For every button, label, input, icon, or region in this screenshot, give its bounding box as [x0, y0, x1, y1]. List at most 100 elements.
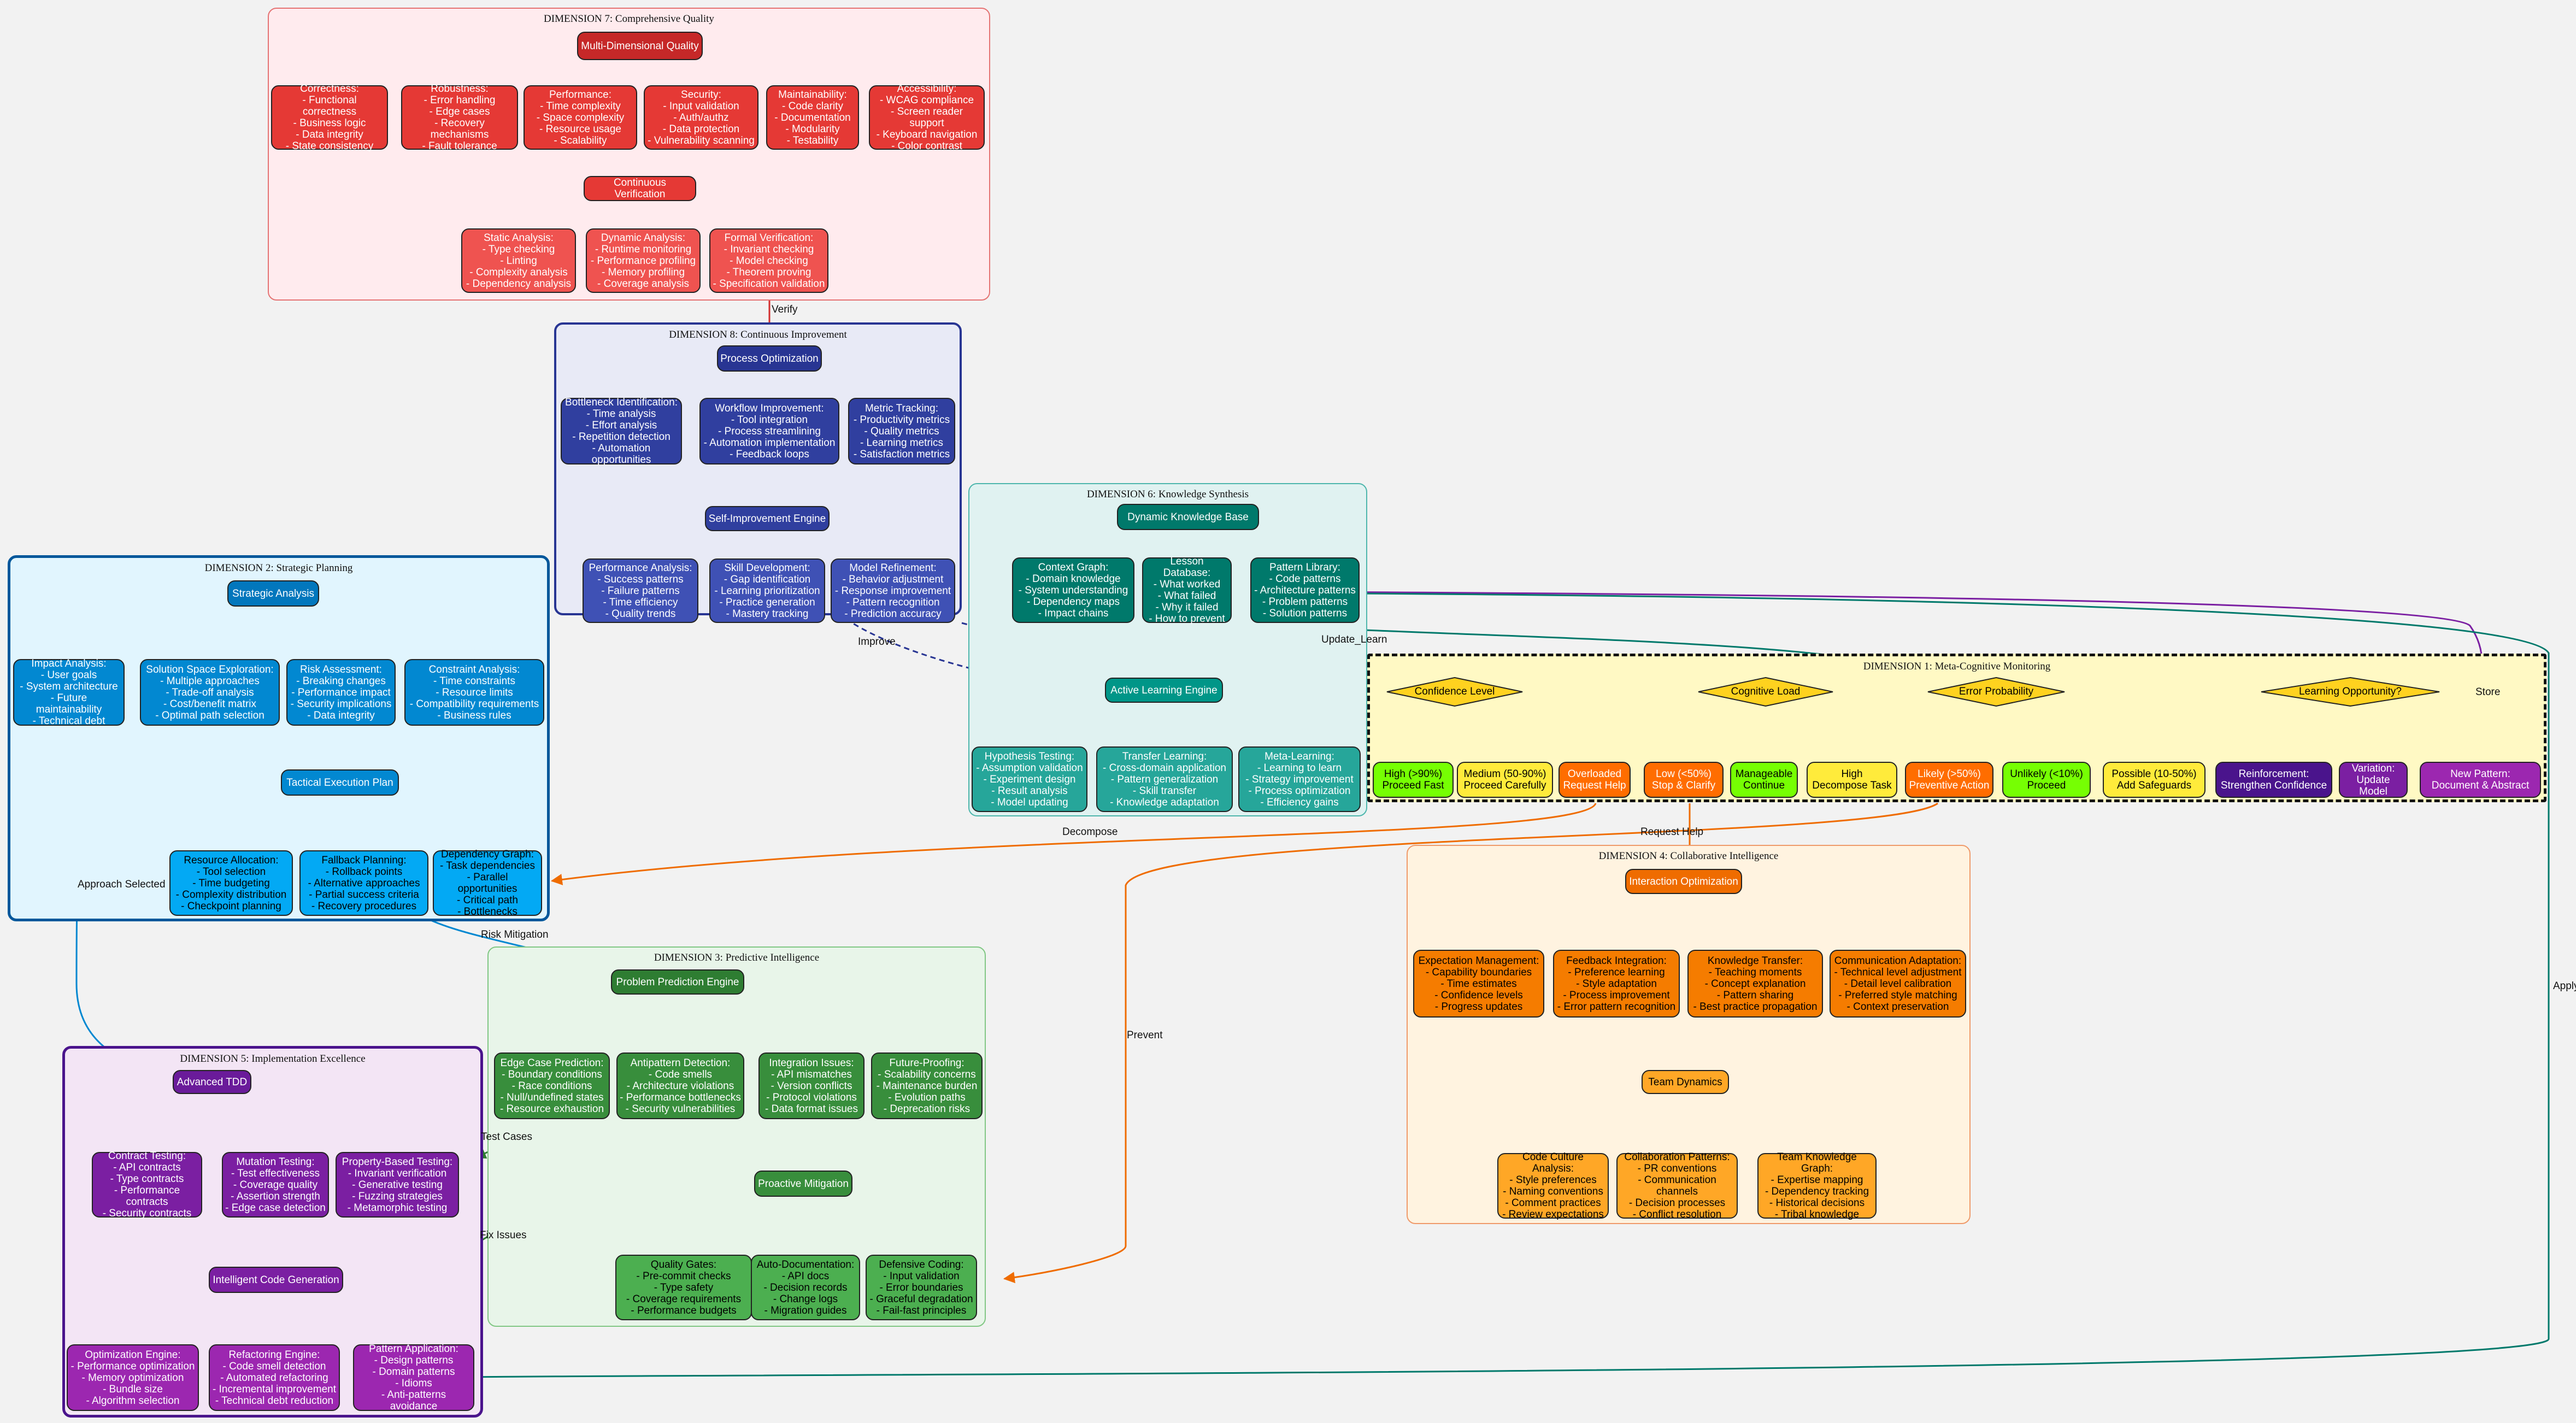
node-model-refinement: Model Refinement: - Behavior adjustment …	[831, 558, 955, 623]
decision-cognitive-load: Cognitive Load	[1697, 677, 1834, 707]
diamond-shape	[1386, 677, 1523, 707]
node-pattern-library: Pattern Library: - Code patterns - Archi…	[1250, 557, 1360, 623]
node-constraint-analysis: Constraint Analysis: - Time constraints …	[404, 659, 544, 726]
node-refactoring-engine: Refactoring Engine: - Code smell detecti…	[209, 1344, 340, 1411]
node-high-confidence: High (>90%) Proceed Fast	[1373, 762, 1454, 798]
node-workflow-improvement: Workflow Improvement: - Tool integration…	[699, 398, 839, 464]
node-future-proofing: Future-Proofing: - Scalability concerns …	[871, 1052, 983, 1119]
node-hypothesis-testing: Hypothesis Testing: - Assumption validat…	[972, 746, 1087, 812]
node-defensive-coding: Defensive Coding: - Input validation - E…	[866, 1255, 977, 1320]
node-formal-verification: Formal Verification: - Invariant checkin…	[709, 228, 828, 293]
node-antipattern-detection: Antipattern Detection: - Code smells - A…	[616, 1052, 744, 1119]
edge-label-approach-selected: Approach Selected	[78, 879, 166, 890]
node-static-analysis: Static Analysis: - Type checking - Linti…	[461, 228, 576, 293]
cluster-title-d2: DIMENSION 2: Strategic Planning	[204, 562, 353, 574]
edge-label-apply: Apply	[2553, 980, 2576, 992]
node-meta-learning: Meta-Learning: - Learning to learn - Str…	[1238, 746, 1361, 812]
edge-label-store: Store	[2475, 686, 2501, 698]
node-mutation-testing: Mutation Testing: - Test effectiveness -…	[222, 1152, 329, 1218]
edge-label-decompose: Decompose	[1062, 826, 1118, 838]
decision-learning-opportunity: Learning Opportunity?	[2260, 677, 2440, 707]
edge-label-risk-mitigation: Risk Mitigation	[481, 929, 549, 940]
node-active-learning-engine: Active Learning Engine	[1105, 678, 1223, 703]
node-pattern-application: Pattern Application: - Design patterns -…	[353, 1343, 474, 1412]
node-continuous-verification: Continuous Verification	[584, 176, 696, 201]
node-lesson-database: Lesson Database: - What worked - What fa…	[1142, 556, 1232, 625]
node-knowledge-transfer: Knowledge Transfer: - Teaching moments -…	[1687, 950, 1823, 1018]
node-feedback-integration: Feedback Integration: - Preference learn…	[1553, 950, 1680, 1018]
node-collaboration-patterns: Collaboration Patterns: - PR conventions…	[1616, 1151, 1738, 1220]
node-process-optimization: Process Optimization	[717, 345, 822, 372]
node-property-based-testing: Property-Based Testing: - Invariant veri…	[336, 1152, 459, 1218]
edge-label-test-cases: Test Cases	[481, 1131, 532, 1143]
node-performance: Performance: - Time complexity - Space c…	[524, 85, 637, 150]
node-fallback-planning: Fallback Planning: - Rollback points - A…	[299, 850, 428, 916]
node-possible-error: Possible (10-50%) Add Safeguards	[2103, 762, 2206, 798]
diamond-shape	[1698, 677, 1833, 707]
node-context-graph: Context Graph: - Domain knowledge - Syst…	[1012, 557, 1134, 623]
node-transfer-learning: Transfer Learning: - Cross-domain applic…	[1096, 746, 1233, 812]
node-variation: Variation: Update Model	[2339, 762, 2408, 798]
node-edge-case-prediction: Edge Case Prediction: - Boundary conditi…	[494, 1052, 610, 1119]
decision-label: Cognitive Load	[1731, 686, 1801, 697]
diamond-shape	[1927, 677, 2065, 707]
cluster-title-d6: DIMENSION 6: Knowledge Synthesis	[1086, 489, 1249, 500]
node-dynamic-knowledge-base: Dynamic Knowledge Base	[1117, 504, 1259, 530]
node-new-pattern: New Pattern: Document & Abstract	[2420, 762, 2541, 798]
node-performance-analysis: Performance Analysis: - Success patterns…	[583, 558, 698, 623]
node-expectation-management: Expectation Management: - Capability bou…	[1413, 950, 1544, 1018]
node-quality-gates: Quality Gates: - Pre-commit checks - Typ…	[615, 1255, 752, 1320]
node-integration-issues: Integration Issues: - API mismatches - V…	[758, 1052, 864, 1119]
node-correctness: Correctness: - Functional correctness - …	[271, 83, 388, 152]
edge-label-request-help: Request Help	[1640, 826, 1704, 838]
node-bottleneck-identification: Bottleneck Identification: - Time analys…	[561, 397, 682, 466]
node-dependency-graph: Dependency Graph: - Task dependencies - …	[433, 849, 542, 918]
decision-confidence-level: Confidence Level	[1386, 677, 1524, 707]
node-overloaded: Overloaded Request Help	[1558, 762, 1631, 798]
cluster-title-d7: DIMENSION 7: Comprehensive Quality	[544, 13, 714, 25]
node-communication-adaptation: Communication Adaptation: - Technical le…	[1830, 950, 1966, 1018]
node-interaction-optimization: Interaction Optimization	[1625, 869, 1742, 894]
node-maintainability: Maintainability: - Code clarity - Docume…	[766, 85, 859, 150]
node-problem-prediction-engine: Problem Prediction Engine	[611, 969, 744, 995]
node-code-culture-analysis: Code Culture Analysis: - Style preferenc…	[1497, 1151, 1609, 1220]
node-multi-dimensional-quality: Multi-Dimensional Quality	[577, 32, 703, 60]
decision-error-probability: Error Probability	[1927, 677, 2066, 707]
node-security: Security: - Input validation - Auth/auth…	[644, 85, 758, 150]
node-impact-analysis: Impact Analysis: - User goals - System a…	[13, 658, 125, 727]
node-optimization-engine: Optimization Engine: - Performance optim…	[67, 1344, 199, 1411]
edge-label-improve: Improve	[858, 636, 896, 648]
node-contract-testing: Contract Testing: - API contracts - Type…	[92, 1150, 202, 1219]
decision-label: Confidence Level	[1414, 686, 1495, 697]
cluster-title-d1: DIMENSION 1: Meta-Cognitive Monitoring	[1863, 661, 2051, 672]
edge-label-update-learn: Update_Learn	[1321, 634, 1387, 645]
cluster-title-d5: DIMENSION 5: Implementation Excellence	[180, 1053, 366, 1065]
node-auto-documentation: Auto-Documentation: - API docs - Decisio…	[751, 1255, 860, 1320]
node-medium-confidence: Medium (50-90%) Proceed Carefully	[1457, 762, 1553, 798]
edge-label-verify: Verify	[772, 304, 798, 315]
cluster-title-d3: DIMENSION 3: Predictive Intelligence	[654, 952, 820, 963]
node-strategic-analysis: Strategic Analysis	[227, 580, 319, 607]
node-reinforcement: Reinforcement: Strengthen Confidence	[2215, 762, 2332, 798]
decision-label: Error Probability	[1959, 686, 2034, 697]
node-skill-development: Skill Development: - Gap identification …	[709, 558, 825, 623]
node-high-decompose: High Decompose Task	[1807, 762, 1897, 798]
node-team-knowledge-graph: Team Knowledge Graph: - Expertise mappin…	[1757, 1151, 1877, 1220]
node-accessibility: Accessibility: - WCAG compliance - Scree…	[869, 83, 985, 152]
cluster-title-d4: DIMENSION 4: Collaborative Intelligence	[1598, 850, 1779, 862]
node-resource-allocation: Resource Allocation: - Tool selection - …	[169, 850, 293, 916]
node-low-confidence: Low (<50%) Stop & Clarify	[1644, 762, 1724, 798]
edge-label-prevent: Prevent	[1127, 1030, 1163, 1041]
node-proactive-mitigation: Proactive Mitigation	[754, 1171, 852, 1197]
node-dynamic-analysis: Dynamic Analysis: - Runtime monitoring -…	[586, 228, 701, 293]
node-tactical-execution-plan: Tactical Execution Plan	[281, 769, 399, 796]
edge-label-fix-issues: Fix Issues	[480, 1230, 527, 1241]
cluster-title-d8: DIMENSION 8: Continuous Improvement	[669, 329, 847, 340]
node-manageable: Manageable Continue	[1730, 762, 1798, 798]
diamond-shape	[2261, 677, 2440, 707]
node-solution-space-exploration: Solution Space Exploration: - Multiple a…	[140, 659, 280, 726]
decision-label: Learning Opportunity?	[2298, 686, 2402, 697]
node-advanced-tdd: Advanced TDD	[173, 1070, 251, 1094]
node-self-improvement-engine: Self-Improvement Engine	[705, 506, 830, 531]
node-unlikely-error: Unlikely (<10%) Proceed	[2002, 762, 2091, 798]
